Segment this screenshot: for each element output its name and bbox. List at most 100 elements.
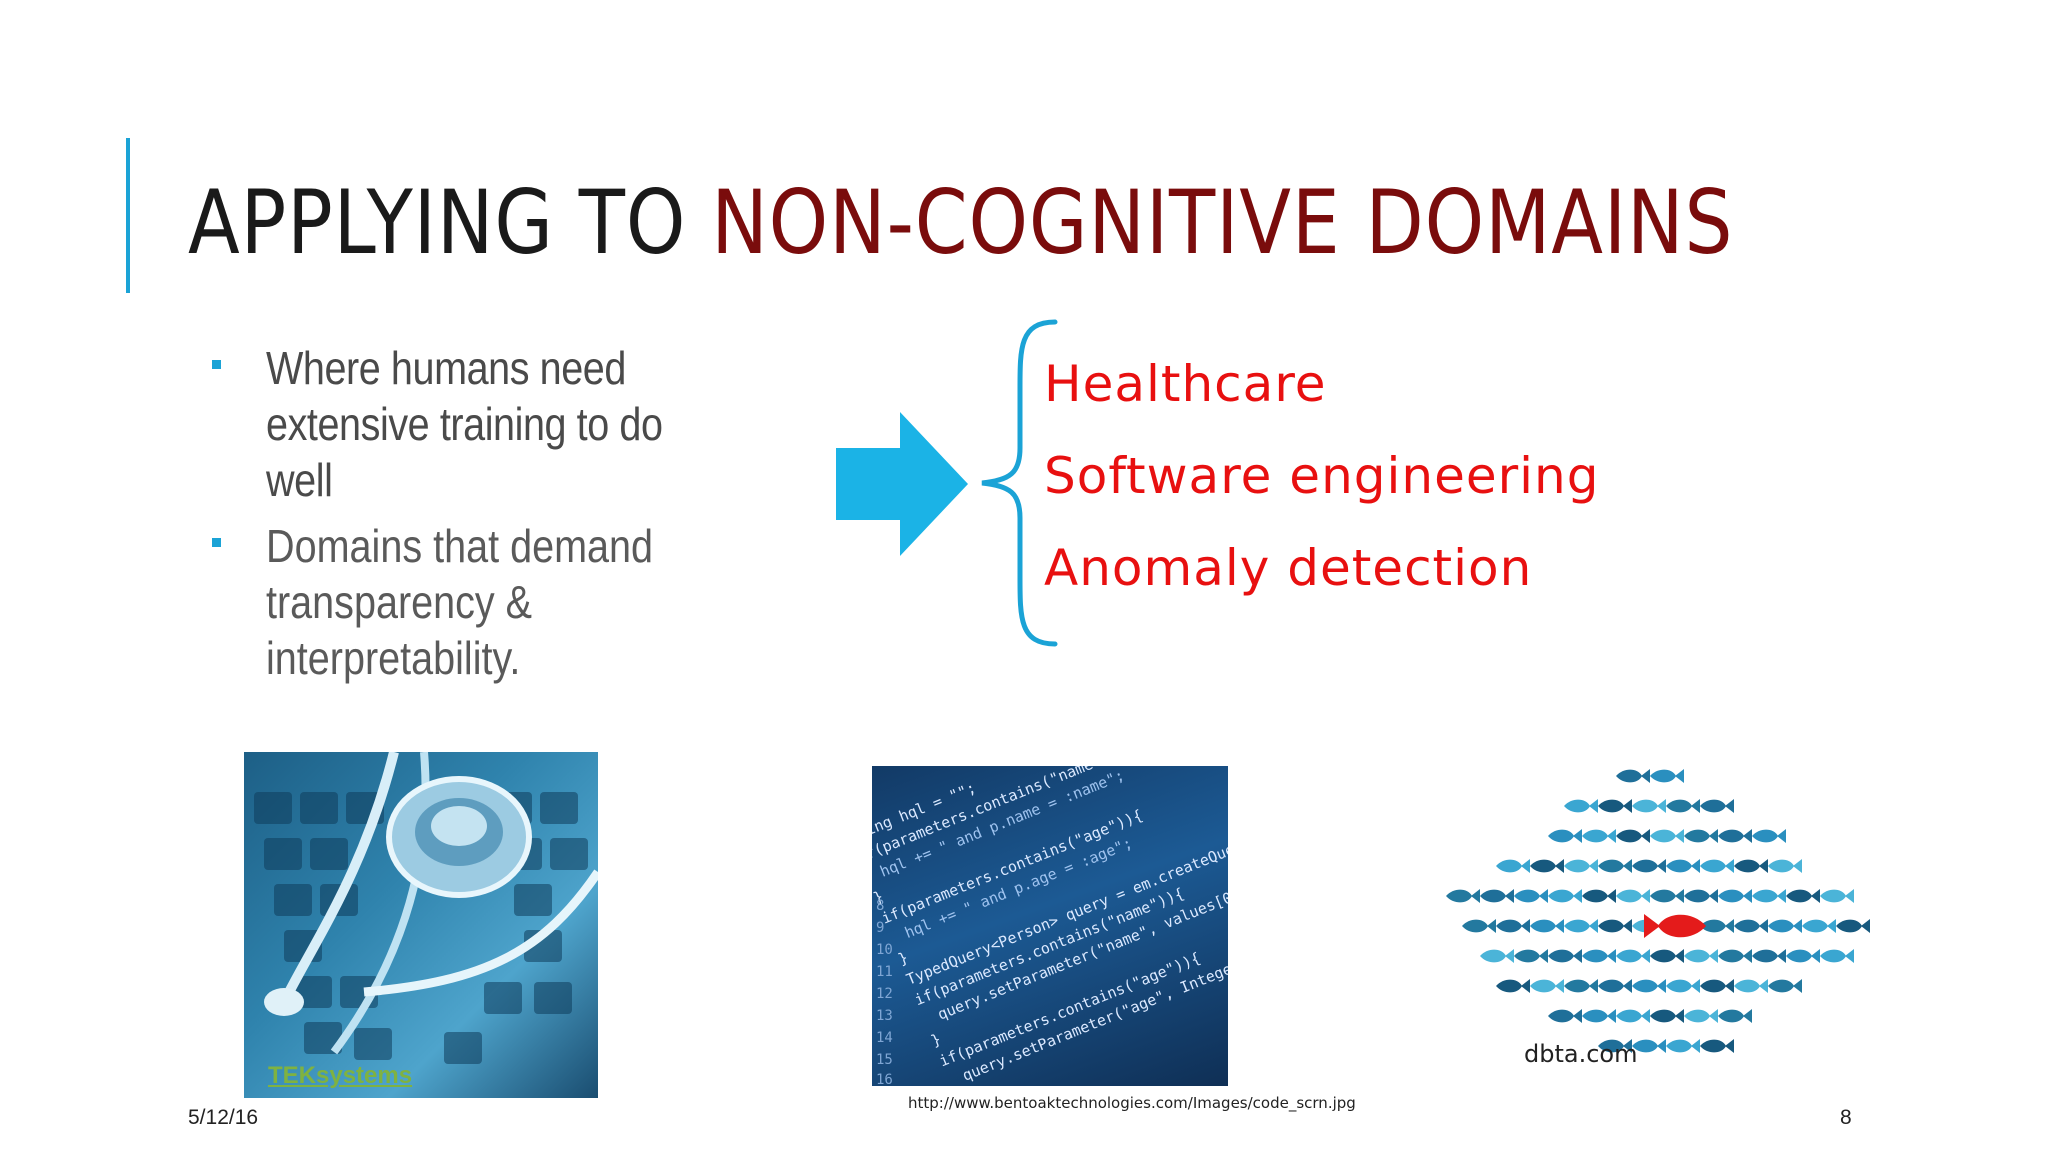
blue-fish-icon	[1616, 1009, 1650, 1023]
code-line: }	[895, 948, 910, 968]
line-number: 8	[876, 898, 884, 914]
curly-brace-icon	[981, 319, 1058, 647]
blue-fish-icon	[1632, 979, 1666, 993]
blue-fish-icon	[1582, 949, 1616, 963]
blue-fish-icon	[1564, 799, 1598, 813]
code-lines-graphic: tring hql = ""; if(parameters.contains("…	[872, 766, 1228, 1086]
blue-fish-icon	[1684, 829, 1718, 843]
bullet-list: Where humans need extensive training to …	[200, 340, 800, 686]
blue-fish-icon	[1548, 949, 1582, 963]
bullet-text: Where humans need extensive training to …	[266, 342, 663, 506]
blue-fish-icon	[1530, 859, 1564, 873]
blue-fish-icon	[1496, 919, 1530, 933]
blue-fish-icon	[1684, 949, 1718, 963]
blue-fish-icon	[1820, 949, 1854, 963]
bullet-text: Domains that demand transparency & inter…	[266, 520, 654, 684]
blue-fish-icon	[1700, 859, 1734, 873]
keyboard-stethoscope-icon	[254, 752, 598, 1064]
blue-fish-icon	[1616, 829, 1650, 843]
blue-fish-icon	[1836, 919, 1870, 933]
blue-fish-icon	[1666, 1039, 1700, 1053]
bullet-item: Where humans need extensive training to …	[200, 340, 800, 508]
blue-fish-icon	[1514, 949, 1548, 963]
footer-date: 5/12/16	[188, 1106, 259, 1129]
blue-fish-icon	[1752, 949, 1786, 963]
blue-fish-icon	[1514, 889, 1548, 903]
blue-fish-icon	[1650, 1009, 1684, 1023]
blue-fish-icon	[1598, 1039, 1632, 1053]
line-number: 16	[876, 1072, 893, 1086]
domain-item-anomaly-detection: Anomaly detection	[1044, 539, 1533, 597]
domain-list: Healthcare Software engineering Anomaly …	[1044, 338, 1599, 614]
blue-fish-icon	[1446, 889, 1480, 903]
blue-fish-icon	[1548, 889, 1582, 903]
blue-fish-icon	[1582, 1009, 1616, 1023]
dbta-credit: dbta.com	[1524, 1040, 1638, 1068]
blue-fish-icon	[1802, 919, 1836, 933]
blue-fish-icon	[1598, 859, 1632, 873]
blue-fish-icon	[1734, 859, 1768, 873]
blue-fish-icon	[1650, 889, 1684, 903]
slide-title: APPLYING TO NON-COGNITIVE DOMAINS	[188, 168, 1733, 278]
fish-school-image	[1430, 756, 1874, 1086]
blue-fish-icon	[1650, 829, 1684, 843]
blue-fish-icon	[1598, 979, 1632, 993]
blue-fish-icon	[1632, 859, 1666, 873]
teksystems-credit-link[interactable]: TEKsystems	[268, 1062, 413, 1089]
blue-fish-icon	[1582, 829, 1616, 843]
blue-fish-icon	[1734, 919, 1768, 933]
blue-fish-icon	[1496, 859, 1530, 873]
fish-school-icon	[1446, 769, 1870, 1053]
blue-fish-icon	[1530, 979, 1564, 993]
code-image-credit-url: http://www.bentoaktechnologies.com/Image…	[908, 1094, 1356, 1112]
blue-fish-icon	[1632, 799, 1666, 813]
blue-fish-icon	[1582, 889, 1616, 903]
bullet-square-icon	[212, 538, 221, 547]
domain-item-software-engineering: Software engineering	[1044, 447, 1600, 505]
blue-fish-icon	[1666, 799, 1700, 813]
blue-fish-icon	[1650, 769, 1684, 783]
blue-fish-icon	[1700, 919, 1734, 933]
blue-fish-icon	[1598, 799, 1632, 813]
blue-fish-icon	[1480, 889, 1514, 903]
blue-fish-icon	[1632, 1039, 1666, 1053]
blue-fish-icon	[1616, 769, 1650, 783]
blue-fish-icon	[1684, 889, 1718, 903]
blue-fish-icon	[1480, 949, 1514, 963]
blue-fish-icon	[1700, 799, 1734, 813]
blue-fish-icon	[1786, 949, 1820, 963]
blue-fish-icon	[1752, 829, 1786, 843]
blue-fish-icon	[1548, 829, 1582, 843]
bullet-item: Domains that demand transparency & inter…	[200, 518, 800, 686]
title-part-plain: APPLYING TO	[188, 171, 712, 274]
blue-fish-icon	[1718, 889, 1752, 903]
blue-fish-icon	[1786, 889, 1820, 903]
line-number: 12	[876, 986, 893, 1002]
line-number: 11	[876, 964, 893, 980]
blue-fish-icon	[1616, 889, 1650, 903]
line-number: 14	[876, 1030, 893, 1046]
right-arrow-icon	[836, 412, 968, 556]
blue-fish-icon	[1734, 979, 1768, 993]
line-number: 10	[876, 942, 893, 958]
blue-fish-icon	[1718, 1009, 1752, 1023]
healthcare-photo: TEKsystems	[244, 752, 598, 1098]
code-screenshot: tring hql = ""; if(parameters.contains("…	[872, 766, 1228, 1086]
title-accent-bar	[126, 138, 130, 293]
bullet-square-icon	[212, 360, 221, 369]
blue-fish-icon	[1462, 919, 1496, 933]
blue-fish-icon	[1564, 979, 1598, 993]
blue-fish-icon	[1598, 919, 1632, 933]
blue-fish-icon	[1684, 1009, 1718, 1023]
line-number: 13	[876, 1008, 893, 1024]
blue-fish-icon	[1700, 1039, 1734, 1053]
blue-fish-icon	[1666, 859, 1700, 873]
blue-fish-icon	[1820, 889, 1854, 903]
blue-fish-icon	[1700, 979, 1734, 993]
blue-fish-icon	[1548, 1009, 1582, 1023]
code-line: if(parameters.contains("name")){	[912, 884, 1187, 1009]
blue-fish-icon	[1718, 949, 1752, 963]
blue-fish-icon	[1650, 949, 1684, 963]
line-number: 15	[876, 1052, 893, 1068]
